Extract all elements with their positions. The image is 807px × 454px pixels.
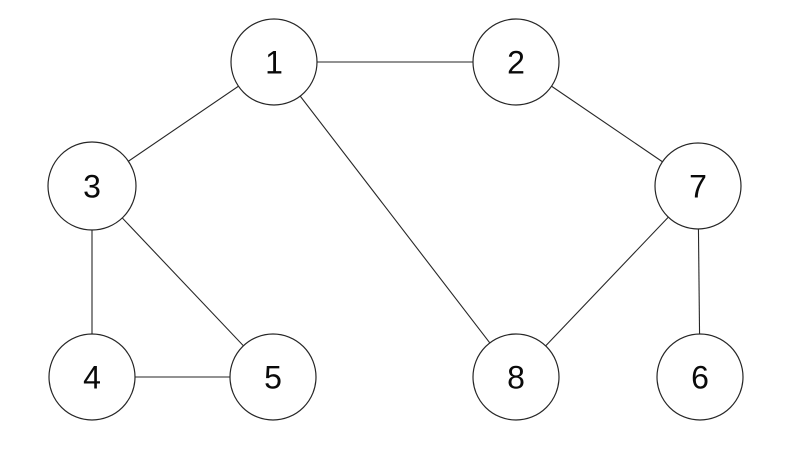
graph-node-label: 1 (265, 45, 283, 81)
graph-node-6: 6 (656, 333, 744, 421)
graph-node-circle (229, 333, 317, 421)
graph-node-circle (472, 333, 560, 421)
graph-node-2: 2 (472, 18, 560, 106)
graph-node-label: 6 (691, 360, 709, 396)
graph-node-7: 7 (654, 142, 742, 230)
graph-node-label: 7 (689, 169, 707, 205)
graph-node-3: 3 (47, 141, 137, 231)
graph-node-circle (472, 18, 560, 106)
graph-node-circle (48, 333, 136, 421)
graph-node-label: 5 (264, 360, 282, 396)
graph-edge-1-8 (273, 61, 517, 378)
graph-node-1: 1 (230, 18, 318, 106)
graph-node-label: 4 (83, 360, 101, 396)
graph-node-label: 8 (507, 360, 525, 396)
graph-node-circle (656, 333, 744, 421)
graph-node-label: 2 (507, 45, 525, 81)
graph-node-5: 5 (229, 333, 317, 421)
graph-node-8: 8 (472, 333, 560, 421)
graph-node-label: 3 (83, 169, 101, 205)
graph-node-4: 4 (48, 333, 136, 421)
graph-edge-7-8 (515, 185, 699, 378)
graph-node-circle (47, 141, 137, 231)
graph-node-circle (654, 142, 742, 230)
graph-node-circle (230, 18, 318, 106)
